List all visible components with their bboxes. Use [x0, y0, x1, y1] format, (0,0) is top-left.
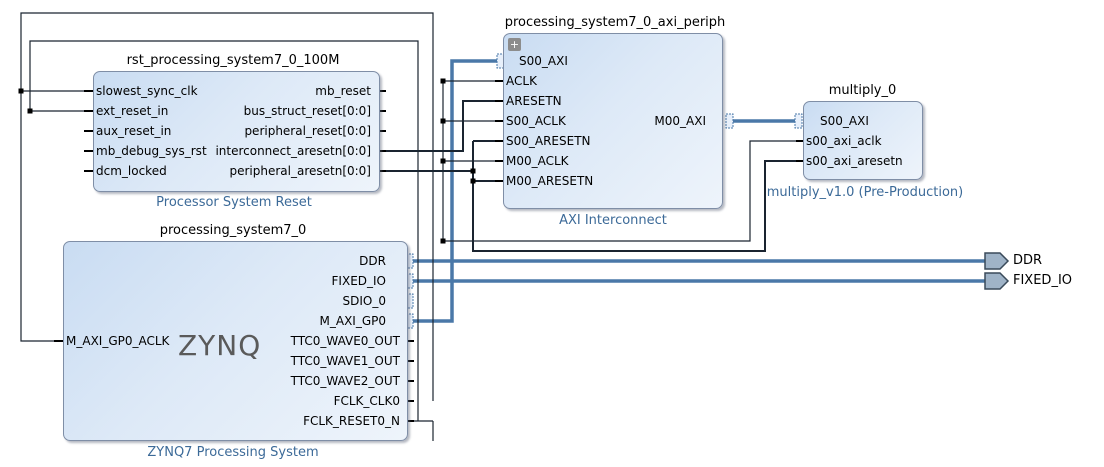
- axi-port-aresetn[interactable]: ARESETN: [506, 94, 562, 108]
- rst-port-aux-reset-in[interactable]: aux_reset_in: [96, 124, 172, 138]
- wire-clk-to-multiply-aclk: [443, 140, 800, 242]
- mult-port-s00-axi-aresetn[interactable]: s00_axi_aresetn: [806, 154, 903, 168]
- wire-reset-loop: [29, 40, 419, 421]
- mult-block-subtitle: multiply_v1.0 (Pre-Production): [766, 185, 964, 200]
- junction-dot: [27, 108, 33, 114]
- junction-dot: [440, 118, 446, 124]
- ps7-port-m-axi-gp0-aclk[interactable]: M_AXI_GP0_ACLK: [66, 334, 170, 348]
- axi-port-m00-axi[interactable]: M00_AXI: [654, 114, 706, 128]
- junction-dot: [470, 178, 476, 184]
- external-port-fixed-io-label[interactable]: FIXED_IO: [1013, 273, 1073, 288]
- ps7-port-fclk-reset0-n[interactable]: FCLK_RESET0_N: [303, 414, 400, 428]
- ps7-port-ttc0-wave1-out[interactable]: TTC0_WAVE1_OUT: [290, 354, 400, 368]
- ps7-block[interactable]: [63, 241, 408, 441]
- port-arrow-icon: [984, 272, 1010, 290]
- rst-port-bus-struct-reset[interactable]: bus_struct_reset[0:0]: [243, 104, 371, 118]
- port-arrow-icon: [984, 252, 1010, 270]
- junction-dot: [18, 88, 24, 94]
- axi-block-title: processing_system7_0_axi_periph: [504, 15, 726, 30]
- junction-dot: [440, 158, 446, 164]
- rst-block-subtitle: Processor System Reset: [156, 195, 312, 210]
- mult-bus-connector: [794, 113, 803, 129]
- junction-dot: [470, 168, 476, 174]
- ps7-port-ttc0-wave0-out[interactable]: TTC0_WAVE0_OUT: [290, 334, 400, 348]
- rst-block-title: rst_processing_system7_0_100M: [126, 53, 340, 68]
- axi-port-s00-aresetn[interactable]: S00_ARESETN: [506, 134, 591, 148]
- rst-port-interconnect-aresetn[interactable]: interconnect_aresetn[0:0]: [215, 144, 371, 158]
- bus-m-axi-gp0-to-s00-axi: [408, 59, 500, 323]
- junction-dot: [440, 238, 446, 244]
- ps7-port-ddr[interactable]: DDR: [359, 254, 386, 268]
- expand-button[interactable]: +: [508, 38, 521, 51]
- axi-port-s00-aclk[interactable]: S00_ACLK: [506, 114, 566, 128]
- ps7-port-ttc0-wave2-out[interactable]: TTC0_WAVE2_OUT: [290, 374, 400, 388]
- external-port-ddr-label[interactable]: DDR: [1013, 253, 1043, 268]
- axi-port-m00-aclk[interactable]: M00_ACLK: [506, 154, 569, 168]
- ps7-port-fixed-io[interactable]: FIXED_IO: [331, 274, 386, 288]
- rst-block[interactable]: [93, 71, 380, 192]
- rst-port-slowest-sync-clk[interactable]: slowest_sync_clk: [96, 84, 198, 98]
- rst-port-mb-debug-sys-rst[interactable]: mb_debug_sys_rst: [96, 144, 207, 158]
- rst-port-mb-reset[interactable]: mb_reset: [315, 84, 371, 98]
- wire-interconnect-aresetn: [383, 100, 500, 152]
- axi-block[interactable]: [503, 33, 723, 209]
- ps7-port-fclk-clk0[interactable]: FCLK_CLK0: [333, 394, 400, 408]
- rst-port-peripheral-reset[interactable]: peripheral_reset[0:0]: [244, 124, 371, 138]
- rst-port-dcm-locked[interactable]: dcm_locked: [96, 164, 167, 178]
- axi-bus-connector: [725, 113, 734, 129]
- mult-block[interactable]: [803, 101, 923, 180]
- axi-port-m00-aresetn[interactable]: M00_ARESETN: [506, 174, 594, 188]
- ps7-port-m-axi-gp0[interactable]: M_AXI_GP0: [319, 314, 387, 328]
- axi-block-subtitle: AXI Interconnect: [559, 213, 667, 228]
- axi-port-aclk[interactable]: ACLK: [506, 74, 537, 88]
- junction-dot: [440, 78, 446, 84]
- ps7-block-title: processing_system7_0: [159, 223, 307, 238]
- zynq-logo: ZYNQ: [178, 331, 261, 361]
- mult-block-title: multiply_0: [828, 83, 897, 98]
- ps7-block-subtitle: ZYNQ7 Processing System: [147, 445, 319, 460]
- mult-port-s00-axi-aclk[interactable]: s00_axi_aclk: [806, 134, 882, 148]
- wire-fclk-clk0-loop: [20, 12, 434, 401]
- mult-port-s00-axi[interactable]: S00_AXI: [820, 114, 869, 128]
- axi-port-s00-axi[interactable]: S00_AXI: [519, 54, 568, 68]
- ps7-port-sdio-0[interactable]: SDIO_0: [342, 294, 386, 308]
- wire-peripheral-aresetn: [383, 160, 800, 252]
- zynq-logo-text: ZYNQ: [178, 329, 262, 362]
- rst-port-ext-reset-in[interactable]: ext_reset_in: [96, 104, 169, 118]
- rst-port-peripheral-aresetn[interactable]: peripheral_aresetn[0:0]: [229, 164, 371, 178]
